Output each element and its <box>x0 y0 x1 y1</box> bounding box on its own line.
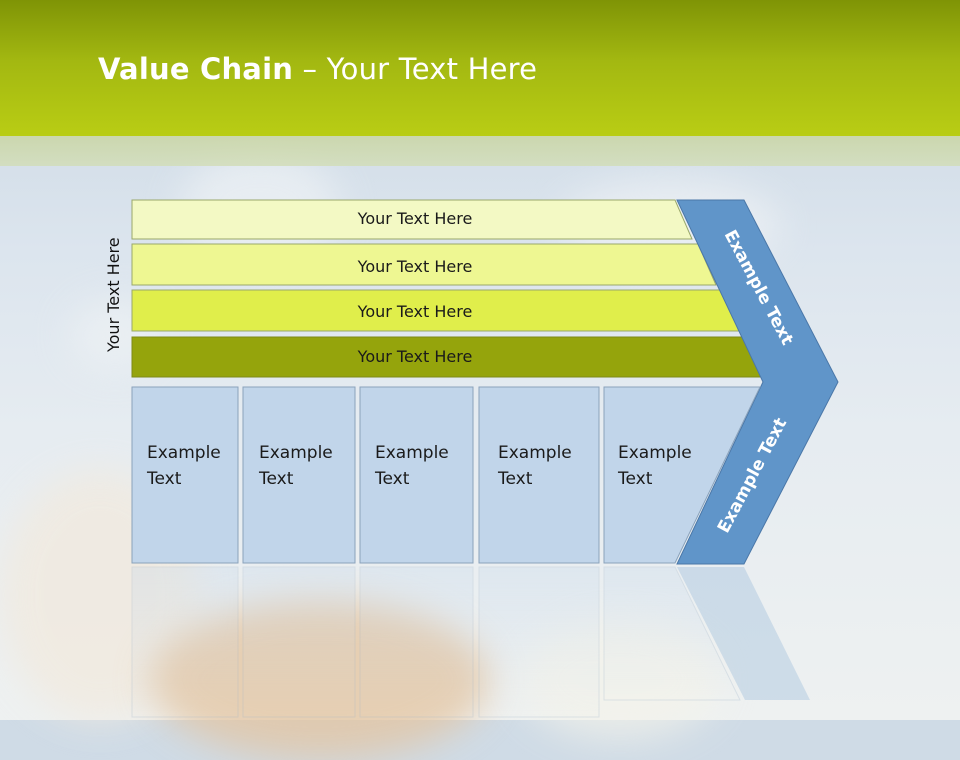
box-3-shape <box>359 386 474 564</box>
title-bold: Value Chain <box>98 52 294 86</box>
bar-3-label: Your Text Here <box>357 302 473 321</box>
title-rest: – Your Text Here <box>293 52 538 86</box>
bar-1-label: Your Text Here <box>357 209 473 228</box>
box-2-line2: Text <box>259 469 294 489</box>
bar-4-label: Your Text Here <box>357 347 473 366</box>
header-strip <box>0 136 960 166</box>
value-chain-diagram: Example Text Example Text <box>131 199 839 565</box>
box-2-shape <box>242 386 356 564</box>
page-title: Value Chain – Your Text Here <box>98 52 537 86</box>
side-label: Your Text Here <box>104 237 123 352</box>
box-3-line1: Example <box>375 443 449 463</box>
box-1-line1: Example <box>147 443 221 463</box>
box-4-line1: Example <box>498 443 572 463</box>
box-4-shape <box>478 386 600 564</box>
box-4-line2: Text <box>498 469 533 489</box>
box-5-shape <box>603 386 761 564</box>
box-5-line2: Text <box>618 469 653 489</box>
bar-2-label: Your Text Here <box>357 257 473 276</box>
box-1-shape <box>131 386 239 564</box>
box-5-line1: Example <box>618 443 692 463</box>
bar-2-shape <box>131 243 717 286</box>
box-3-line2: Text <box>375 469 410 489</box>
bar-1-shape <box>131 199 693 240</box>
box-1-line2: Text <box>147 469 182 489</box>
header-band <box>0 0 960 136</box>
chevron-shape <box>676 199 839 565</box>
box-2-line1: Example <box>259 443 333 463</box>
